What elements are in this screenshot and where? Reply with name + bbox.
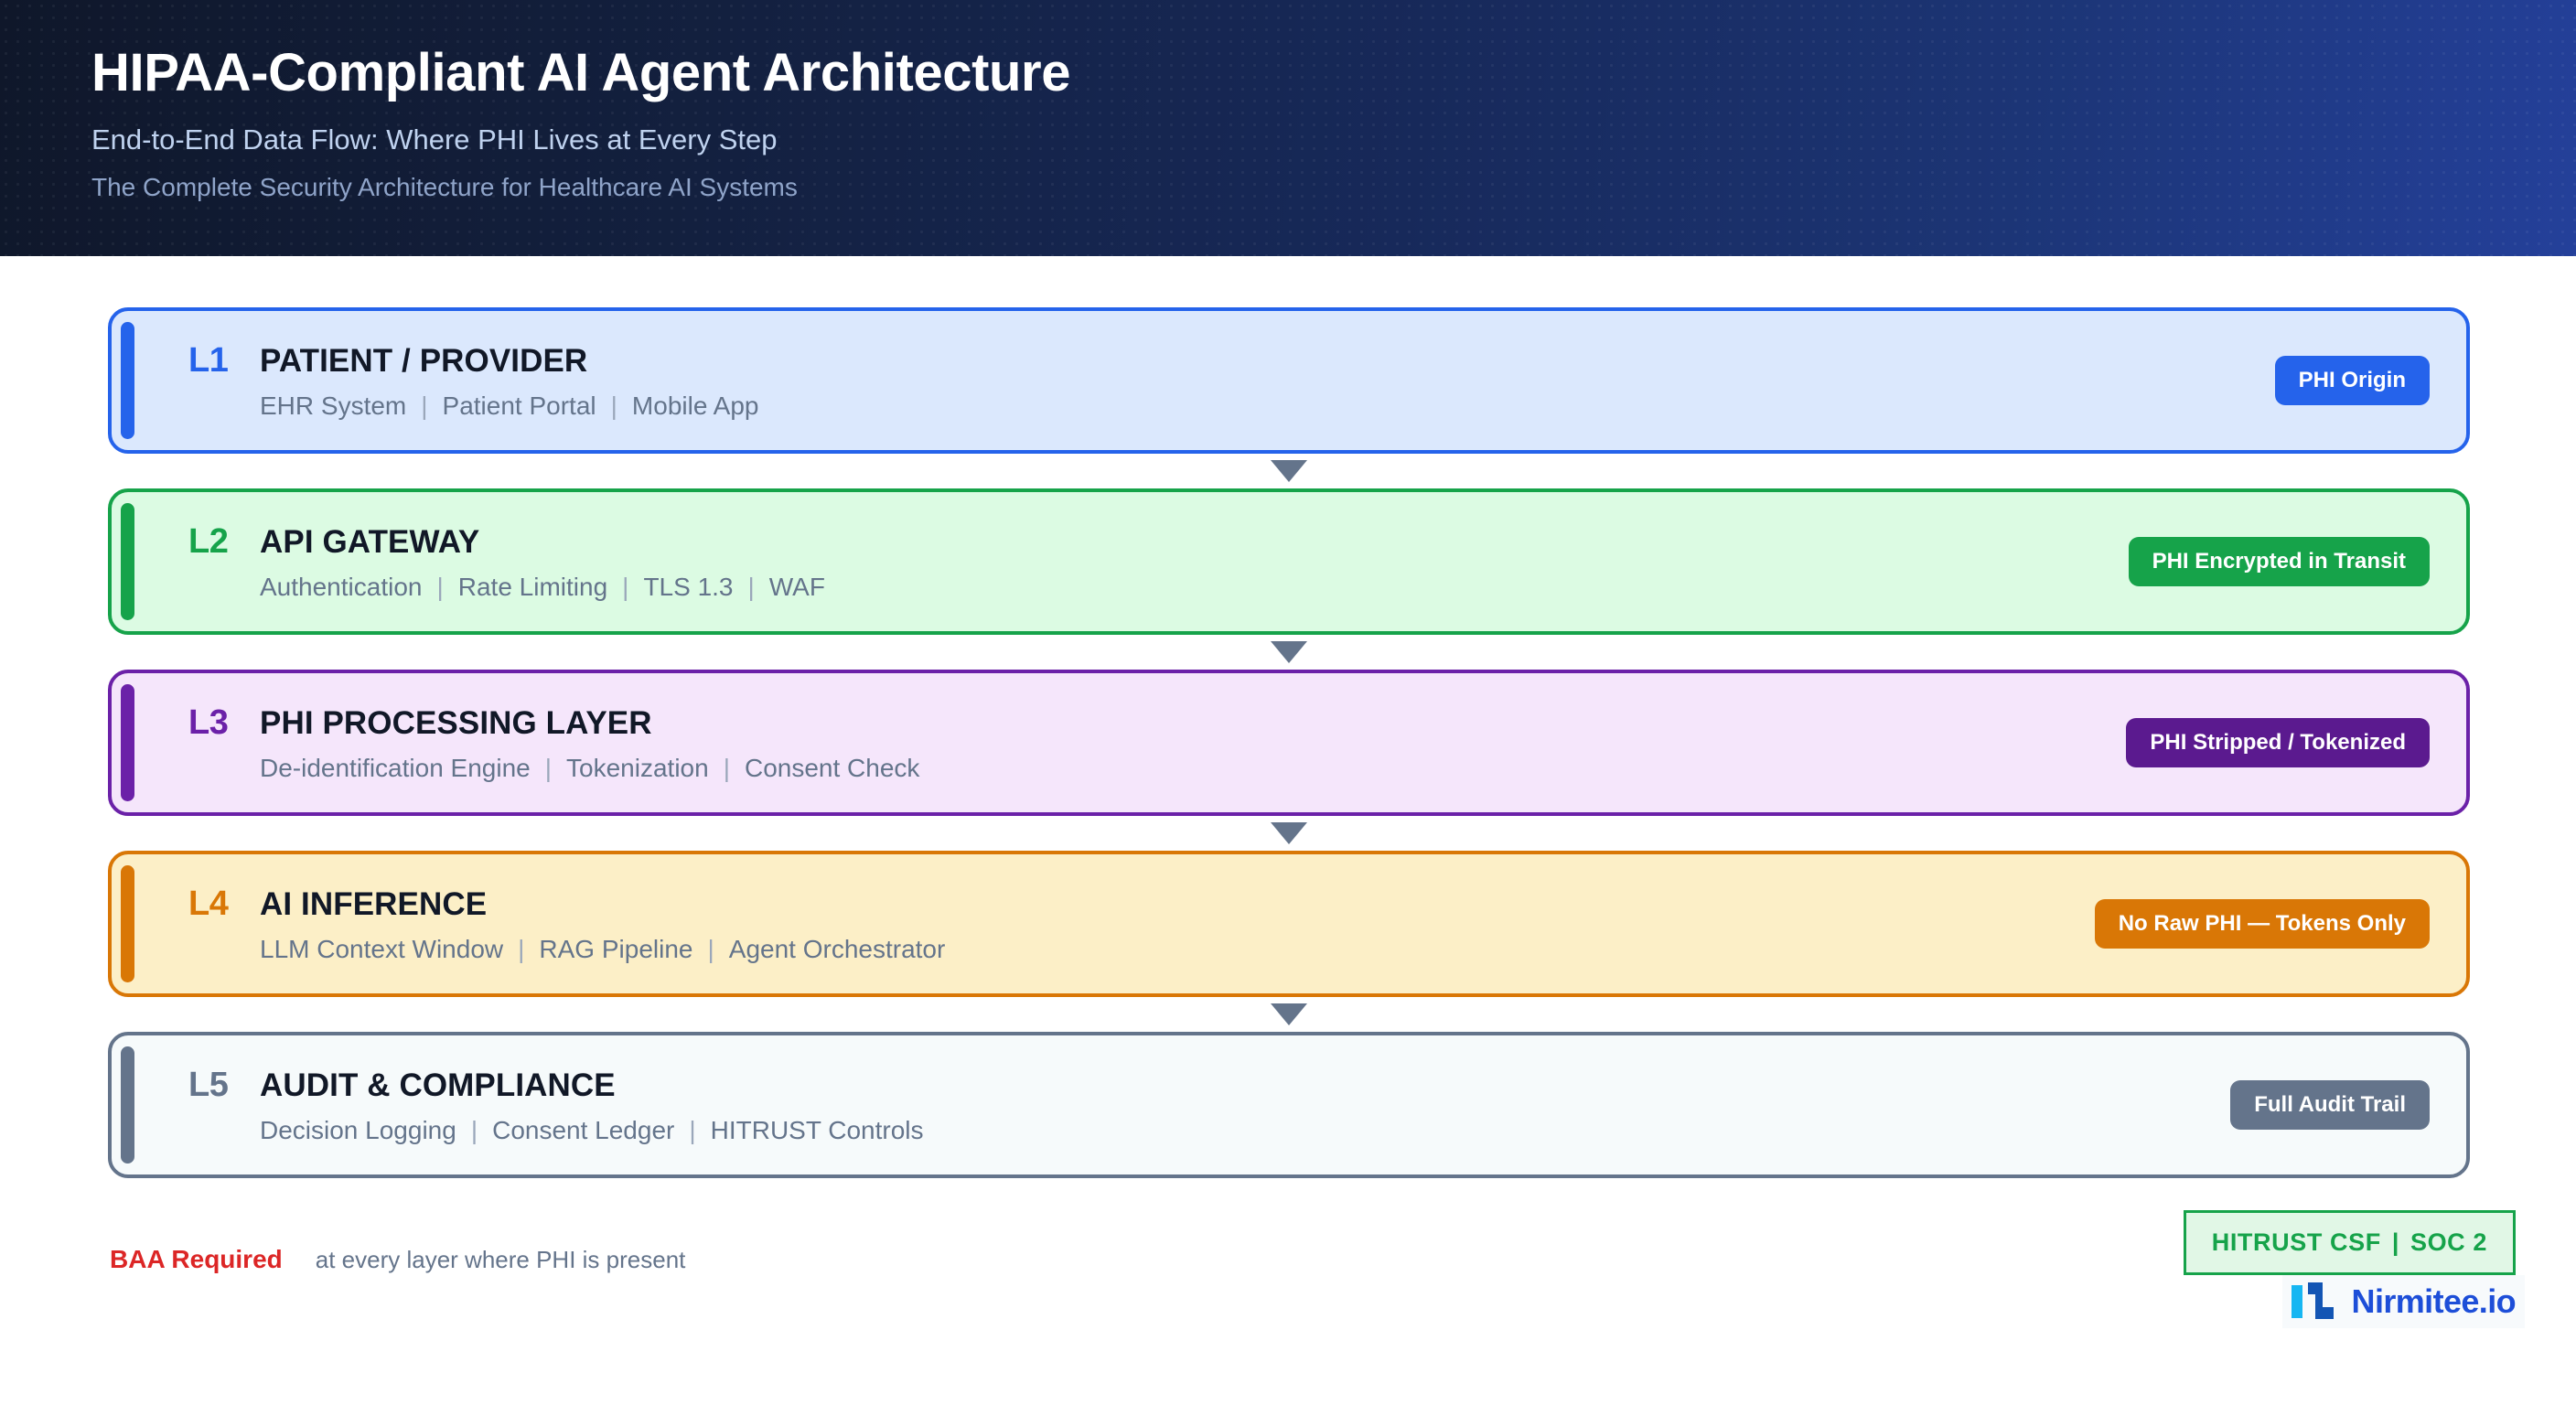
cert-soc2-label: SOC 2 [2410, 1228, 2487, 1256]
layer-title: AI INFERENCE [260, 885, 488, 922]
layer-code: L4 [188, 884, 229, 923]
layer-accent-bar [121, 503, 134, 620]
layer-component-item: Authentication [260, 572, 423, 601]
component-separator: | [747, 572, 755, 601]
layer-status-badge: Full Audit Trail [2230, 1080, 2430, 1130]
layer-text-block: L5 AUDIT & COMPLIANCE Decision Logging | Con… [163, 1066, 2230, 1145]
header-content: HIPAA-Compliant AI Agent Architecture En… [0, 0, 2576, 203]
nirmitee-logo-icon [2291, 1282, 2334, 1319]
layer-component-item: Mobile App [631, 391, 759, 420]
flow-connector-triangle-down-icon [108, 454, 2470, 488]
layer-components: De-identification Engine | Tokenization | Co… [260, 754, 2126, 783]
flow-connector-triangle-down-icon [108, 635, 2470, 670]
layer-component-item: De-identification Engine [260, 753, 531, 782]
layer-card-body: L2 API GATEWAY Authentication | Rate Limitin… [163, 492, 2466, 631]
baa-required-label: BAA Required [110, 1245, 283, 1273]
layer-text-block: L3 PHI PROCESSING LAYER De-identification … [163, 703, 2126, 783]
layer-status-badge: No Raw PHI — Tokens Only [2094, 899, 2430, 949]
layer-accent-bar [121, 865, 134, 982]
component-separator: | [610, 391, 617, 420]
layer-component-item: Decision Logging [260, 1115, 456, 1144]
layer-components: EHR System | Patient Portal | Mobile App [260, 391, 2275, 421]
layer-component-item: WAF [768, 572, 825, 601]
layer-component-item: Patient Portal [442, 391, 596, 420]
page-header: HIPAA-Compliant AI Agent Architecture En… [0, 0, 2576, 256]
layer-text-block: L2 API GATEWAY Authentication | Rate Limitin… [163, 522, 2129, 602]
layer-card-l2[interactable]: L2 API GATEWAY Authentication | Rate Limitin… [108, 488, 2470, 635]
component-separator: | [544, 753, 553, 782]
layer-code: L5 [188, 1065, 229, 1104]
layer-status-badge: PHI Stripped / Tokenized [2126, 718, 2430, 767]
brand-name-label: Nirmitee.io [2351, 1282, 2517, 1320]
page-subtitle: End-to-End Data Flow: Where PHI Lives at… [91, 123, 778, 156]
layer-title: PHI PROCESSING LAYER [260, 704, 652, 741]
architecture-layer-stack: L1 PATIENT / PROVIDER EHR System | Patient P… [0, 256, 2576, 1178]
layer-components: Authentication | Rate Limiting | TLS 1.3 | WAF [260, 573, 2129, 602]
layer-component-item: Tokenization [566, 753, 709, 782]
layer-accent-bar [121, 322, 134, 439]
layer-code: L2 [188, 521, 229, 561]
component-separator: | [436, 572, 444, 601]
page-tagline: The Complete Security Architecture for H… [91, 173, 798, 202]
compliance-certification-badge: HITRUST CSF | SOC 2 [2183, 1210, 2516, 1275]
layer-title: PATIENT / PROVIDER [260, 342, 588, 379]
component-separator: | [689, 1115, 696, 1144]
layer-component-item: TLS 1.3 [643, 572, 734, 601]
layer-status-badge: PHI Origin [2274, 356, 2430, 405]
component-separator: | [518, 934, 525, 963]
layer-accent-bar [121, 1046, 134, 1164]
baa-notice: BAA Required at every layer where PHI is… [110, 1245, 685, 1274]
layer-code: L3 [188, 702, 229, 742]
layer-card-l4[interactable]: L4 AI INFERENCE LLM Context Window | RAG Pip… [108, 851, 2470, 997]
layer-heading-row: L4 AI INFERENCE [188, 885, 2095, 924]
layer-heading-row: L5 AUDIT & COMPLIANCE [188, 1066, 2230, 1105]
layer-heading-row: L2 API GATEWAY [188, 522, 2129, 562]
layer-l4: L4 AI INFERENCE LLM Context Window | RAG Pip… [108, 851, 2470, 997]
layer-heading-row: L1 PATIENT / PROVIDER [188, 341, 2275, 381]
layer-l5: L5 AUDIT & COMPLIANCE Decision Logging | Con… [108, 1032, 2470, 1178]
baa-note-text: at every layer where PHI is present [315, 1246, 686, 1273]
component-separator: | [723, 753, 730, 782]
layer-heading-row: L3 PHI PROCESSING LAYER [188, 703, 2126, 743]
component-separator: | [707, 934, 714, 963]
layer-component-item: Consent Check [744, 753, 920, 782]
layer-title: AUDIT & COMPLIANCE [260, 1067, 616, 1103]
layer-text-block: L4 AI INFERENCE LLM Context Window | RAG Pip… [163, 885, 2095, 964]
component-separator: | [421, 391, 428, 420]
layer-component-item: EHR System [260, 391, 407, 420]
layer-l1: L1 PATIENT / PROVIDER EHR System | Patient P… [108, 307, 2470, 454]
layer-components: Decision Logging | Consent Ledger | HITRUST … [260, 1116, 2230, 1145]
layer-component-item: HITRUST Controls [710, 1115, 924, 1144]
layer-card-l1[interactable]: L1 PATIENT / PROVIDER EHR System | Patient P… [108, 307, 2470, 454]
layer-l2: L2 API GATEWAY Authentication | Rate Limitin… [108, 488, 2470, 635]
layer-title: API GATEWAY [260, 523, 480, 560]
layer-component-item: Consent Ledger [492, 1115, 675, 1144]
layer-status-badge: PHI Encrypted in Transit [2128, 537, 2430, 586]
layer-l3: L3 PHI PROCESSING LAYER De-identification … [108, 670, 2470, 816]
page-title: HIPAA-Compliant AI Agent Architecture [91, 43, 1071, 102]
brand-logo[interactable]: Nirmitee.io [2281, 1275, 2525, 1328]
layer-accent-bar [121, 684, 134, 801]
component-separator: | [470, 1115, 478, 1144]
component-separator: | [622, 572, 629, 601]
layer-component-item: RAG Pipeline [539, 934, 693, 963]
layer-card-l3[interactable]: L3 PHI PROCESSING LAYER De-identification … [108, 670, 2470, 816]
layer-components: LLM Context Window | RAG Pipeline | Agent Or… [260, 935, 2095, 964]
layer-text-block: L1 PATIENT / PROVIDER EHR System | Patient P… [163, 341, 2275, 421]
cert-hitrust-label: HITRUST CSF [2211, 1228, 2381, 1256]
layer-component-item: LLM Context Window [260, 934, 504, 963]
layer-card-l5[interactable]: L5 AUDIT & COMPLIANCE Decision Logging | Con… [108, 1032, 2470, 1178]
layer-component-item: Rate Limiting [457, 572, 608, 601]
layer-card-body: L3 PHI PROCESSING LAYER De-identification … [163, 673, 2466, 812]
layer-card-body: L5 AUDIT & COMPLIANCE Decision Logging | Con… [163, 1035, 2466, 1174]
cert-separator: | [2391, 1228, 2399, 1256]
layer-card-body: L4 AI INFERENCE LLM Context Window | RAG Pip… [163, 854, 2466, 993]
flow-connector-triangle-down-icon [108, 816, 2470, 851]
layer-card-body: L1 PATIENT / PROVIDER EHR System | Patient P… [163, 311, 2466, 450]
layer-code: L1 [188, 340, 229, 380]
page-footer: BAA Required at every layer where PHI is… [0, 1176, 2576, 1405]
layer-component-item: Agent Orchestrator [728, 934, 946, 963]
flow-connector-triangle-down-icon [108, 997, 2470, 1032]
